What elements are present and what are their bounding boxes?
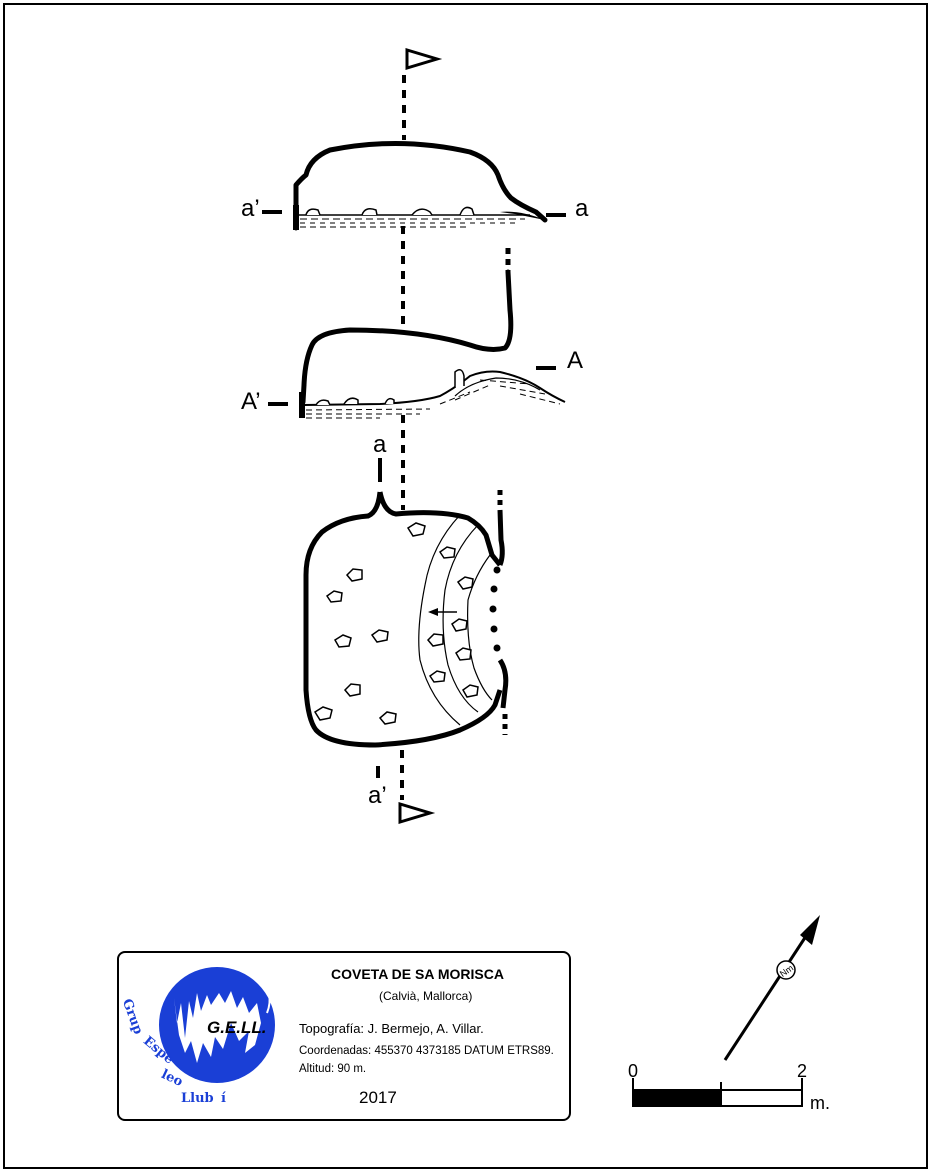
label-plan-a: a [373, 431, 387, 458]
gell-logo [159, 967, 275, 1083]
scale-unit: m. [810, 1093, 830, 1113]
label-a-prime-top: a’ [241, 195, 260, 222]
magnetic-north-arrow-icon: Nm [723, 915, 820, 1061]
survey-year: 2017 [359, 1088, 397, 1107]
altitude: Altitud: 90 m. [299, 1063, 367, 1075]
cave-title: COVETA DE SA MORISCA [331, 966, 504, 982]
coordinates: Coordenadas: 455370 4373185 DATUM ETRS89… [299, 1045, 554, 1057]
label-a-top: a [575, 195, 589, 222]
logo-abbreviation: G.E.LL. [207, 1018, 267, 1037]
label-plan-a-prime: a’ [368, 782, 387, 809]
cave-location: (Calvià, Mallorca) [379, 989, 473, 1003]
drawing-frame [3, 3, 928, 1169]
scale-bar [632, 1078, 803, 1107]
section-line-top [402, 47, 443, 140]
cross-section-A [268, 248, 566, 419]
scale-label-two: 2 [797, 1061, 808, 1081]
logo-ring-text-5: í [221, 1091, 226, 1106]
plan-view [303, 458, 509, 825]
logo-ring-text-4: Llub [181, 1091, 214, 1106]
label-A: A [567, 347, 584, 374]
label-A-prime: A’ [241, 388, 261, 415]
plan-blocks [313, 522, 479, 725]
scale-label-zero: 0 [628, 1061, 639, 1081]
title-block: G.E.LL. Grup Espe leo Llub í COVETA DE S… [117, 951, 571, 1121]
cross-section-a [262, 141, 566, 231]
survey-authors: Topografía: J. Bermejo, A. Villar. [299, 1021, 484, 1036]
